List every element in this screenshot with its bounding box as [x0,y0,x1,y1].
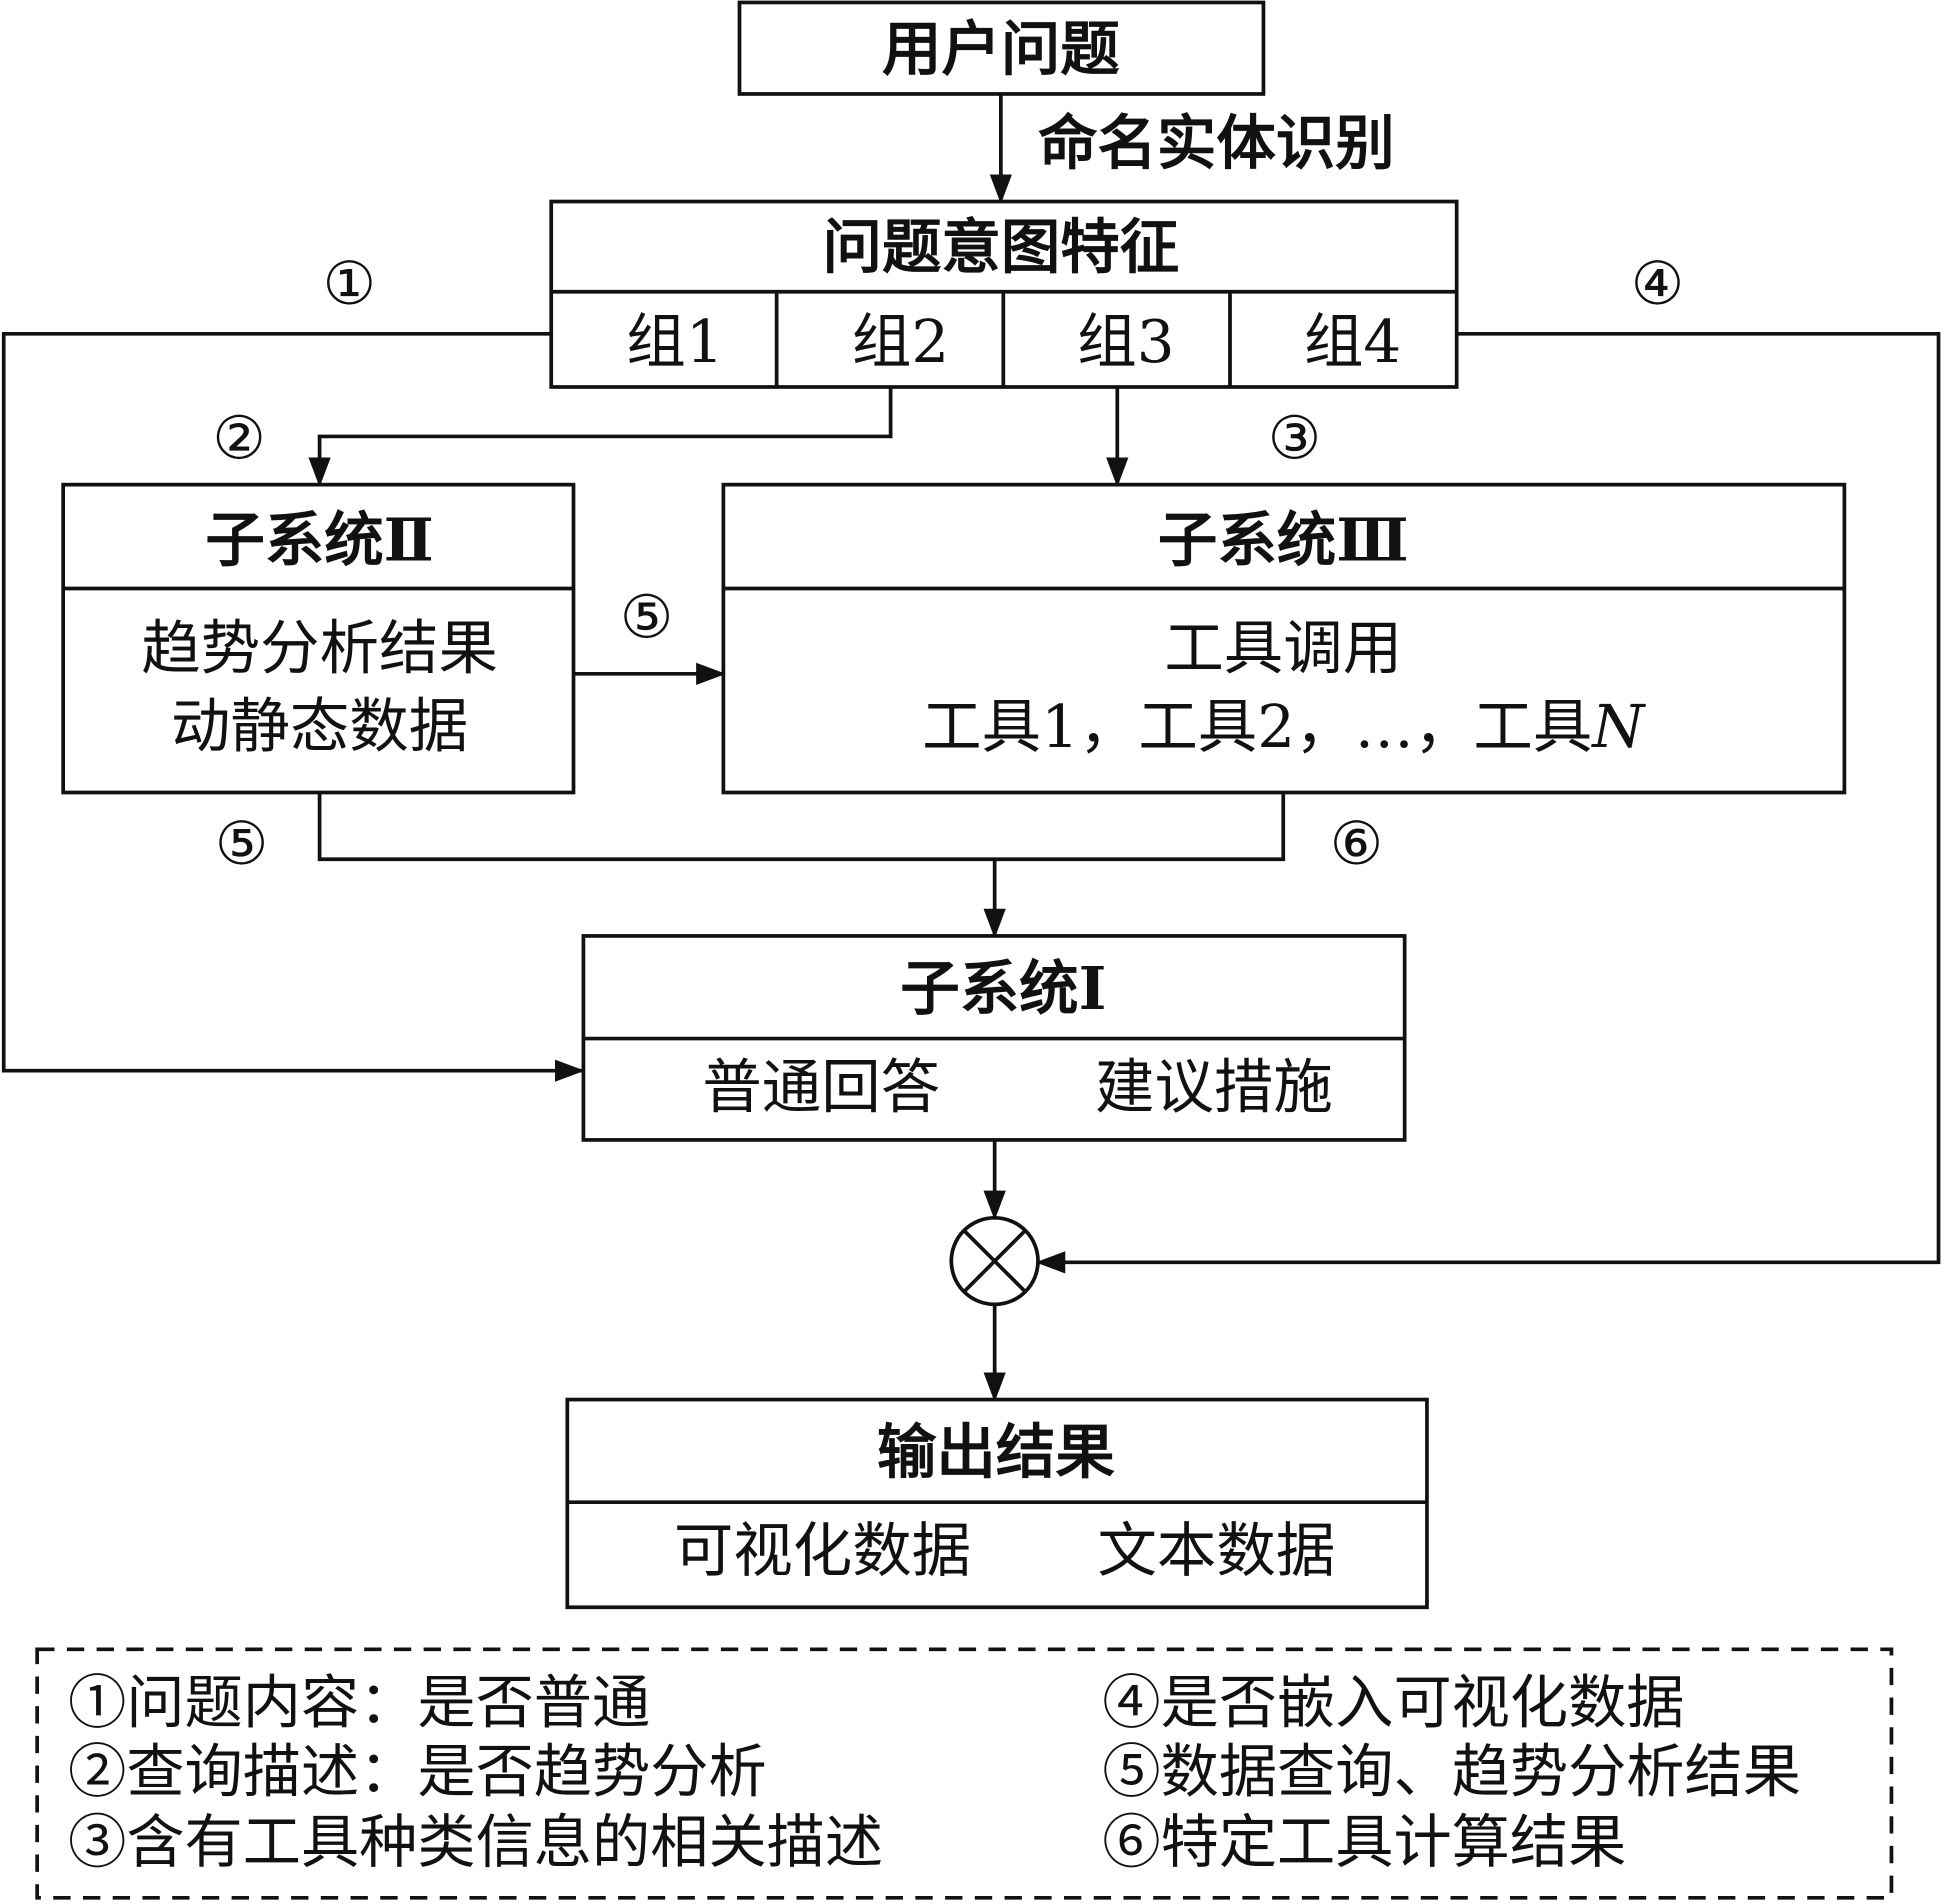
intent-features-divider [551,289,1457,387]
edge-label-5-bottom: ⑤ [215,810,268,879]
ner-label: 命名实体识别 [1038,108,1395,178]
subsystem-3-title: 子系统Ⅲ [1158,505,1409,575]
user-question-box [737,0,1266,96]
subsystem-2-line-2: 动静态数据 [171,693,468,762]
output-item-1: 可视化数据 [674,1517,971,1586]
subsystem-2-title: 子系统Ⅱ [205,505,433,575]
subsystem-3-tools-line: 工具1，工具2，…，工具N [922,693,1646,762]
merge-line [317,792,1286,862]
tools-list-prefix: 工具1，工具2，…，工具 [922,693,1592,762]
group-4-label: 组4 [1304,308,1401,377]
legend-item-5: ⑤数据查询、趋势分析结果 [1102,1738,1801,1806]
edge-label-4: ④ [1631,250,1684,319]
subsystem-2-line-1: 趋势分析结果 [141,615,498,684]
subsystem-2-box [61,482,576,795]
user-question-label: 用户问题 [882,14,1120,84]
edge-label-5-top: ⑤ [620,584,673,653]
arrow-edge-2 [308,386,893,488]
legend-item-6: ⑥特定工具计算结果 [1102,1808,1626,1876]
legend-item-2: ②查询描述：是否趋势分析 [68,1738,767,1806]
legend-box [35,1647,1894,1900]
legend-item-3: ③含有工具种类信息的相关描述 [68,1808,883,1876]
group-2-label: 组2 [852,308,949,377]
combine-cross [962,1229,1027,1293]
arrow-edge-1 [1,331,585,1082]
subsystem-1-title: 子系统Ⅰ [900,954,1106,1024]
edge-label-1: ① [323,250,376,319]
subsystem-1-item-1: 普通回答 [702,1054,940,1123]
arrow-edge-4 [1035,331,1941,1274]
subsystem-1-item-2: 建议措施 [1095,1054,1333,1123]
legend-item-4: ④是否嵌入可视化数据 [1102,1669,1684,1737]
edge-label-2: ② [212,404,265,473]
output-title: 输出结果 [877,1418,1115,1488]
output-item-2: 文本数据 [1097,1517,1335,1586]
group-3-label: 组3 [1077,308,1174,377]
circle-times-icon [949,1215,1040,1307]
edge-label-6: ⑥ [1330,810,1383,879]
edge-label-3: ③ [1268,404,1321,473]
subsystem-3-line-1: 工具调用 [1164,615,1402,684]
legend-item-1: ①问题内容：是否普通 [68,1669,650,1737]
group-1-label: 组1 [626,308,723,377]
tools-list-variable: N [1590,693,1646,762]
intent-features-title: 问题意图特征 [823,212,1180,282]
